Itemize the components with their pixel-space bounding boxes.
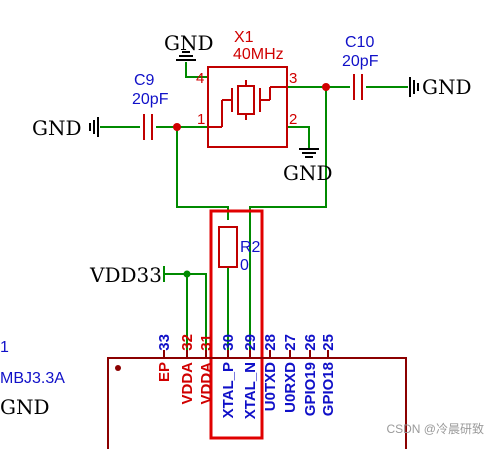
partial-label-mbj: MBJ3.3A (0, 370, 65, 387)
junction-dot-icon (322, 83, 330, 91)
chip-pin-labels: 33EP32VDDA31VDDA30XTAL_P29XTAL_N28U0TXD2… (156, 334, 337, 419)
crystal-pin1-label: 1 (197, 111, 205, 128)
partial-label-1: 1 (0, 339, 9, 356)
gnd-label-right: GND (422, 75, 472, 99)
chip-pin-name: VDDA (198, 362, 215, 405)
junctions (173, 83, 330, 278)
r2-value-label: 0 (240, 257, 249, 274)
c10-value-label: 20pF (342, 53, 379, 70)
crystal-value-label: 40MHz (233, 46, 284, 63)
chip-pin1-marker (115, 365, 121, 371)
chip-pin-name: XTAL_P (220, 362, 237, 418)
c9-ref-label: C9 (134, 72, 155, 89)
wire-pin1-to-r2 (176, 127, 229, 220)
ground-symbol-left (89, 117, 99, 137)
ground-symbol-right (409, 77, 419, 97)
resistor-r2 (218, 226, 238, 268)
capacitor-c9 (143, 114, 153, 140)
crystal-ref-label: X1 (234, 29, 254, 46)
highlight-box (209, 209, 264, 440)
wire-crystal-pin2-gnd (287, 126, 310, 148)
crystal-pin3-label: 3 (289, 70, 297, 87)
chip-pin-name: U0RXD (282, 362, 299, 413)
chip-pin-name: VDDA (179, 362, 196, 405)
vdd33-label: VDD33 (89, 263, 162, 287)
gnd-label-left: GND (32, 116, 82, 140)
crystal-pin2-label: 2 (289, 111, 297, 128)
chip-pin-name: XTAL_N (242, 362, 259, 419)
chip-pin-number: 33 (156, 334, 173, 351)
gnd-label-top: GND (164, 31, 214, 55)
capacitor-c10 (353, 74, 363, 100)
c10-ref-label: C10 (345, 34, 374, 51)
chip-pin-number: 31 (198, 334, 215, 351)
chip-pin-name: EP (156, 362, 173, 382)
chip-body (107, 357, 407, 449)
wires (100, 62, 408, 358)
chip-pin-number: 26 (302, 334, 319, 351)
chip-pin-name: U0TXD (262, 362, 279, 411)
chip-pin-number: 32 (179, 334, 196, 351)
chip-pin-name: GPIO19 (302, 362, 319, 416)
chip-pin-number: 30 (220, 334, 237, 351)
watermark: CSDN @冷晨研致 (386, 422, 484, 436)
junction-dot-icon (173, 123, 181, 131)
wire-vdd33-rail (164, 273, 207, 358)
crystal-pin4-label: 4 (196, 70, 204, 87)
chip-pin-number: 28 (262, 334, 279, 351)
wire-pin3-to-xtaln (249, 87, 327, 358)
chip-pin-number: 27 (282, 334, 299, 351)
crystal-x1 (207, 66, 288, 148)
partial-label-gnd: GND (0, 395, 50, 419)
chip-pin-stubs (163, 350, 329, 358)
ground-symbol-crystal-pin2 (299, 148, 319, 158)
wire-crystal-pin4-gnd (185, 62, 208, 78)
ground-symbol-top (176, 51, 196, 61)
junction-dot-icon (183, 270, 191, 278)
chip-pin-number: 25 (320, 334, 337, 351)
chip-pin-name: GPIO18 (320, 362, 337, 416)
chip-pin-number: 29 (242, 334, 259, 351)
c9-value-label: 20pF (132, 91, 169, 108)
gnd-label-bottom: GND (283, 161, 333, 185)
r2-ref-label: R2 (240, 239, 261, 256)
